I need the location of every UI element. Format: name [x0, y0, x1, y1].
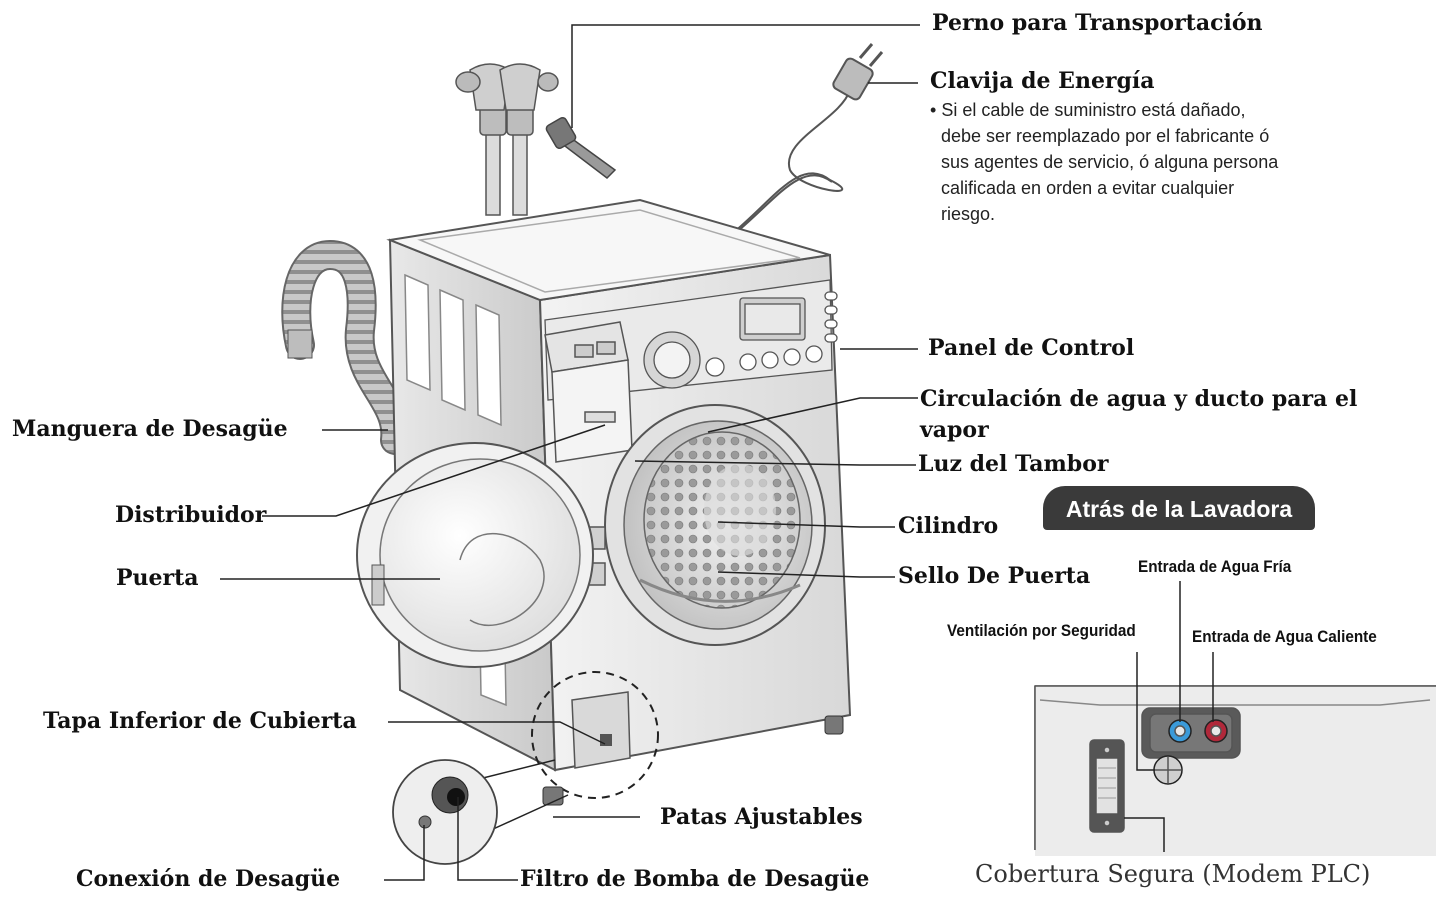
faucets [455, 63, 559, 216]
lower-cover-highlight [531, 671, 659, 799]
label-drum: Cilindro [898, 513, 999, 539]
label-control-panel: Panel de Control [928, 335, 1135, 361]
washer-top [386, 198, 831, 302]
label-plc-cover: Cobertura Segura (Modem PLC) [975, 860, 1371, 888]
back-panel [1034, 685, 1436, 856]
leader-lines [220, 24, 1214, 881]
lower-cover [571, 691, 631, 769]
label-drum-light: Luz del Tambor [918, 451, 1109, 477]
label-hot-inlet: Entrada de Agua Caliente [1192, 627, 1377, 646]
label-dispenser: Distribuidor [115, 502, 267, 528]
power-note: • Si el cable de suministro está dañado,… [930, 100, 1279, 224]
door [356, 442, 594, 668]
label-door: Puerta [116, 565, 199, 591]
drain-pump-zoom [392, 759, 569, 865]
label-drain-hose: Manguera de Desagüe [12, 416, 288, 442]
control-panel [544, 279, 838, 401]
label-drain-pump-filter: Filtro de Bomba de Desagüe [520, 866, 870, 892]
label-cold-inlet: Entrada de Agua Fría [1138, 557, 1292, 576]
label-safety-vent: Ventilación por Seguridad [947, 621, 1136, 640]
drain-hose-icon [281, 239, 411, 455]
label-transport-bolt: Perno para Transportación [932, 10, 1263, 36]
transport-bolt-icon [545, 116, 617, 179]
label-water-steam-duct: Circulación de agua y ducto para el vapo… [920, 386, 1358, 443]
adjustable-feet [542, 715, 844, 806]
label-adjustable-feet: Patas Ajustables [660, 804, 863, 830]
label-drain-connection: Conexión de Desagüe [76, 866, 341, 892]
label-door-seal: Sello De Puerta [898, 563, 1091, 589]
label-lower-cover: Tapa Inferior de Cubierta [43, 708, 357, 734]
label-power-plug: Clavija de Energía [930, 68, 1155, 94]
drum-assembly [604, 404, 826, 646]
back-section-title: Atrás de la Lavadora [1043, 486, 1315, 530]
